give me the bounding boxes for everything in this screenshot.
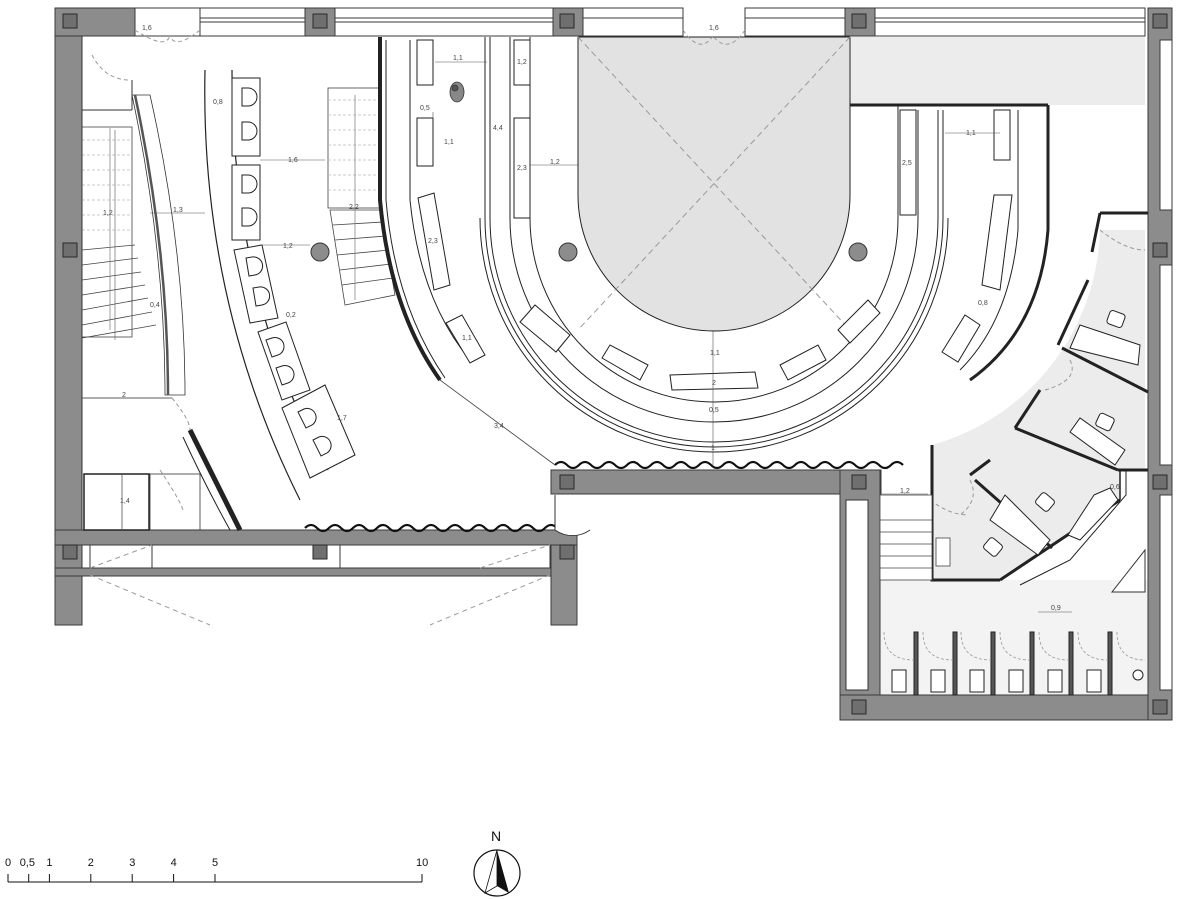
office-desks [989, 324, 1141, 556]
columns [62, 13, 1168, 715]
dimension-lines [82, 61, 1072, 613]
dim-label: 1 [711, 445, 715, 452]
dim-label: 1,1 [462, 335, 472, 342]
dim-label: 0,2 [286, 312, 296, 319]
dim-label: 1,1 [444, 139, 454, 146]
dim-label: 0,4 [150, 302, 160, 309]
dim-label: 1,7 [337, 415, 347, 422]
scale-label: 3 [129, 857, 135, 869]
stage-column-right [848, 242, 868, 262]
dim-label: 1,6 [709, 25, 719, 32]
scale-label: 10 [416, 857, 428, 869]
stage [479, 36, 949, 453]
dim-label: 2 [122, 392, 126, 399]
planting [304, 460, 904, 533]
north-arrow: N [473, 828, 521, 897]
window-top-3 [582, 7, 684, 37]
scale-label: 5 [212, 857, 218, 869]
wc-left-service [845, 499, 869, 691]
dimension-labels: 1,6 1,6 0,8 1,6 1,3 1,2 1,2 0,4 2 1,4 2,… [103, 25, 1120, 612]
window-right-2 [1159, 264, 1173, 466]
scale-label: 1 [46, 857, 52, 869]
office-chairs [983, 310, 1126, 557]
wc-doors [883, 631, 1146, 661]
dim-label: 2,3 [517, 165, 527, 172]
lower-right-stair [879, 494, 951, 581]
dim-label: 0,8 [213, 99, 223, 106]
scale-bar: 0 0,5 1 2 3 4 5 10 [5, 857, 428, 883]
wall-top-1 [134, 7, 201, 37]
offices [930, 211, 1149, 586]
scale-label: 0 [5, 857, 11, 869]
window-bottom-2 [339, 544, 551, 569]
wall-bottom-left-lower [54, 567, 578, 577]
dim-label: 1,6 [288, 157, 298, 164]
north-letter: N [491, 828, 501, 844]
dim-label: 1,2 [283, 243, 293, 250]
dim-label: 1,4 [120, 498, 130, 505]
stage-column-left [558, 242, 578, 262]
dim-label: 1,1 [966, 130, 976, 137]
dim-label: 1,3 [173, 207, 183, 214]
office-floor [932, 230, 1145, 580]
wall-left [54, 7, 83, 626]
dim-label: 2,5 [902, 160, 912, 167]
window-top-4 [744, 7, 846, 37]
dim-label: 1,1 [453, 55, 463, 62]
scale-label: 2 [88, 857, 94, 869]
dim-label: 1,2 [103, 210, 113, 217]
left-benches [416, 39, 486, 364]
dim-label: 1,6 [142, 25, 152, 32]
storage-box [83, 473, 150, 531]
window-right-1 [1159, 39, 1173, 211]
windows [89, 7, 1173, 691]
wall-wc-bottom [839, 694, 1173, 721]
person-icon [449, 81, 465, 103]
dim-label: 2,2 [349, 204, 359, 211]
window-right-3 [1159, 494, 1173, 691]
dim-label: 0,9 [1051, 605, 1061, 612]
ring-benches [519, 299, 881, 391]
dim-label: 1,2 [517, 59, 527, 66]
scale-label: 4 [171, 857, 177, 869]
center-staircase [327, 87, 396, 306]
dim-label: 0,5 [709, 407, 719, 414]
auditorium-walls [378, 37, 471, 382]
tier-lines-left [484, 37, 531, 219]
dim-label: 1,2 [900, 488, 910, 495]
door-swing-exit [554, 495, 591, 537]
dim-label: 4,4 [493, 125, 503, 132]
dim-label: 2,3 [428, 238, 438, 245]
scale-label: 0,5 [20, 857, 35, 869]
dim-label: 3,4 [494, 423, 504, 430]
entry-lines [89, 544, 551, 626]
dim-label: 1,2 [550, 159, 560, 166]
lobby-booths [231, 77, 356, 479]
wc-triangle [1110, 548, 1146, 593]
dim-label: 2 [712, 380, 716, 387]
dim-label: 0,8 [978, 300, 988, 307]
lobby-column [310, 242, 330, 262]
dim-label: 0,6 [1110, 484, 1120, 491]
wall-mid-horizontal [550, 469, 882, 495]
left-staircase [81, 94, 186, 396]
wc-stalls [891, 631, 1144, 696]
dim-label: 0,5 [420, 105, 430, 112]
dim-label: 1,1 [710, 350, 720, 357]
wall-bottom-left [54, 529, 578, 546]
tier-lines-right [850, 103, 1050, 382]
